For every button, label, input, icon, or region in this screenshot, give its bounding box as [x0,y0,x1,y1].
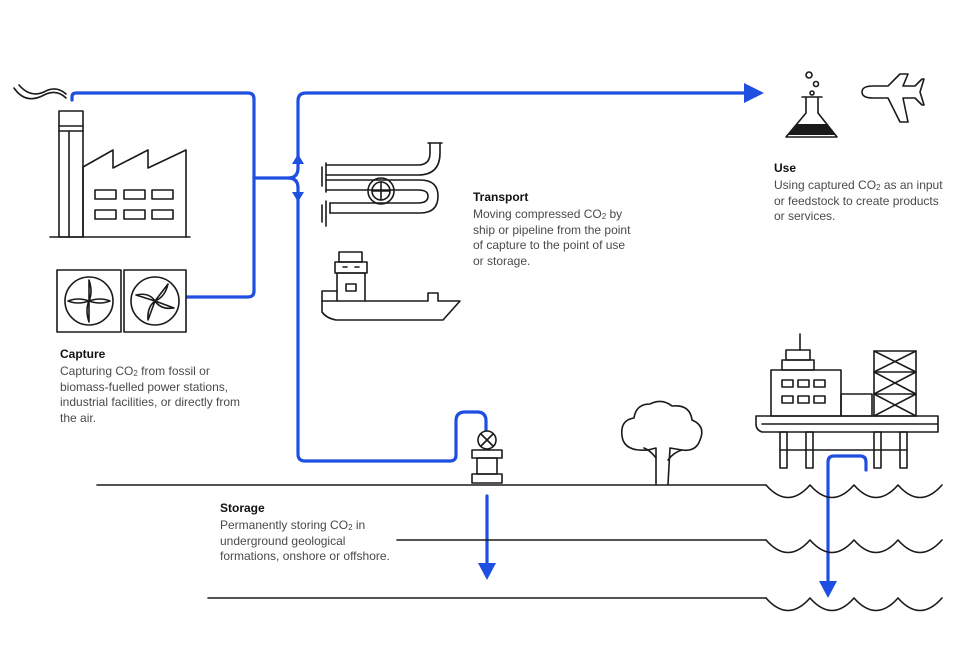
storage-title: Storage [220,501,265,515]
smoke-icon [13,87,67,100]
transport-description: Moving compressed CO2 by ship or pipelin… [473,207,631,268]
flask-icon [785,71,838,138]
arrow-to-use [744,83,764,103]
storage-block: Storage Permanently storing CO2 in under… [220,501,390,565]
storage-description: Permanently storing CO2 in underground g… [220,518,390,563]
flow-to-use [296,91,747,170]
tree-icon [620,400,703,485]
flow-injection-offshore [826,454,868,585]
flow-from-factory [70,91,256,180]
waves-icon [765,484,943,612]
transport-title: Transport [473,190,529,204]
ship-icon [321,251,461,321]
capture-title: Capture [60,347,106,361]
capture-description: Capturing CO2 from fossil or biomass-fue… [60,364,241,425]
flow-to-onshore-storage [296,186,488,463]
transport-block: Transport Moving compressed CO2 by ship … [473,190,633,269]
injection-wellhead-icon [471,430,503,484]
factory-icon [13,84,191,238]
capture-block: Capture Capturing CO2 from fossil or bio… [60,347,260,426]
offshore-platform-icon [755,333,939,469]
use-title: Use [774,161,797,175]
direct-air-capture-fans-icon [56,269,187,333]
flow-lines [70,83,868,598]
flow-from-air-capture [185,176,256,299]
use-block: Use Using captured CO2 as an input or fe… [774,161,949,225]
arrow-up-junction [292,154,304,164]
use-description: Using captured CO2 as an input or feedst… [774,178,943,223]
ground-lines [96,484,943,612]
flow-junction [252,166,300,190]
arrow-onshore-storage [478,563,496,580]
airplane-icon [861,73,925,123]
arrow-offshore-storage [819,581,837,598]
pipeline-icon [321,142,443,227]
